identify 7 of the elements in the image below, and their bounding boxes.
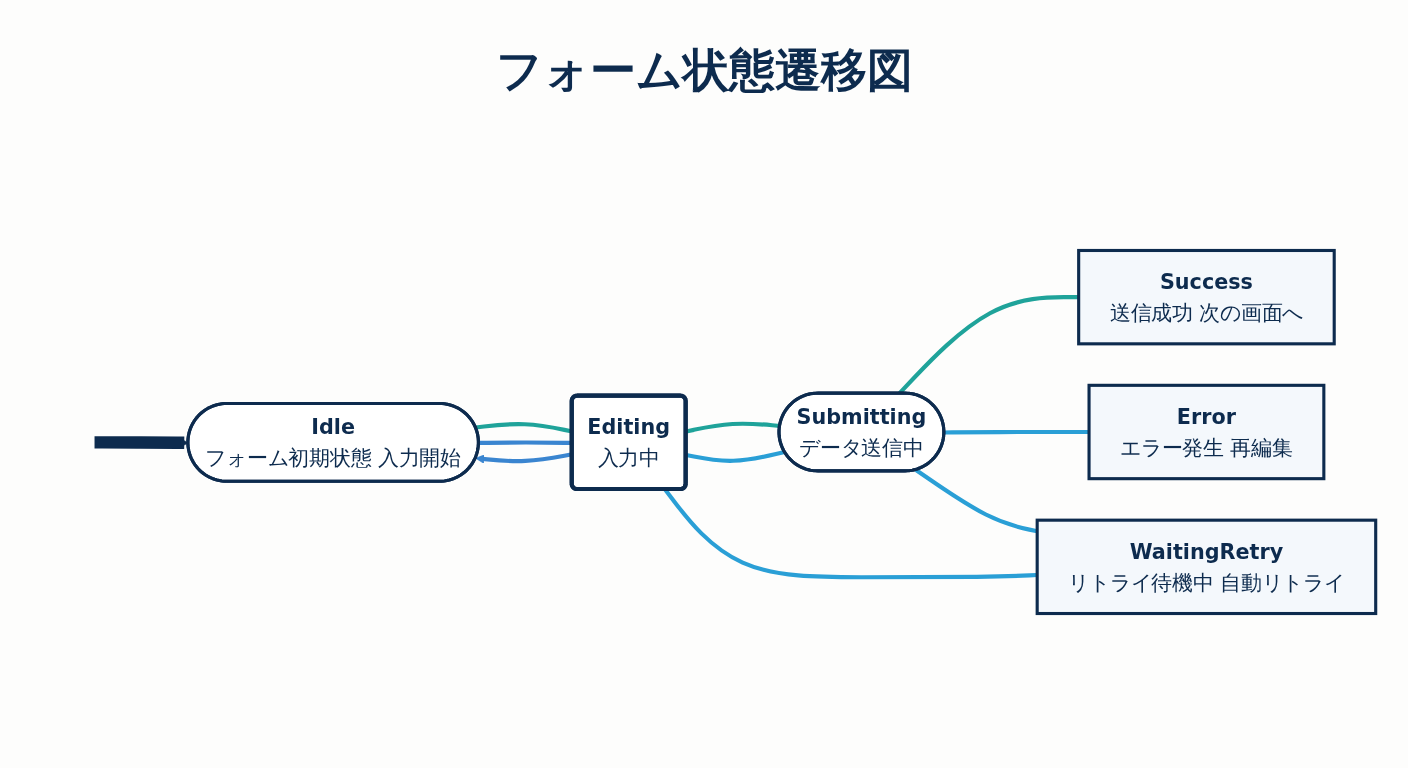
connector: [475, 422, 573, 434]
node-box: WaitingRetry リトライ待機中 自動リトライ: [1035, 518, 1378, 616]
connector: [478, 440, 573, 445]
node-box: Error エラー発生 再編集: [1087, 383, 1326, 481]
arrow: [475, 452, 573, 464]
diagram-title: フォーム状態遷移図: [494, 42, 914, 99]
node-box: Success 送信成功 次の画面へ: [1077, 248, 1336, 346]
